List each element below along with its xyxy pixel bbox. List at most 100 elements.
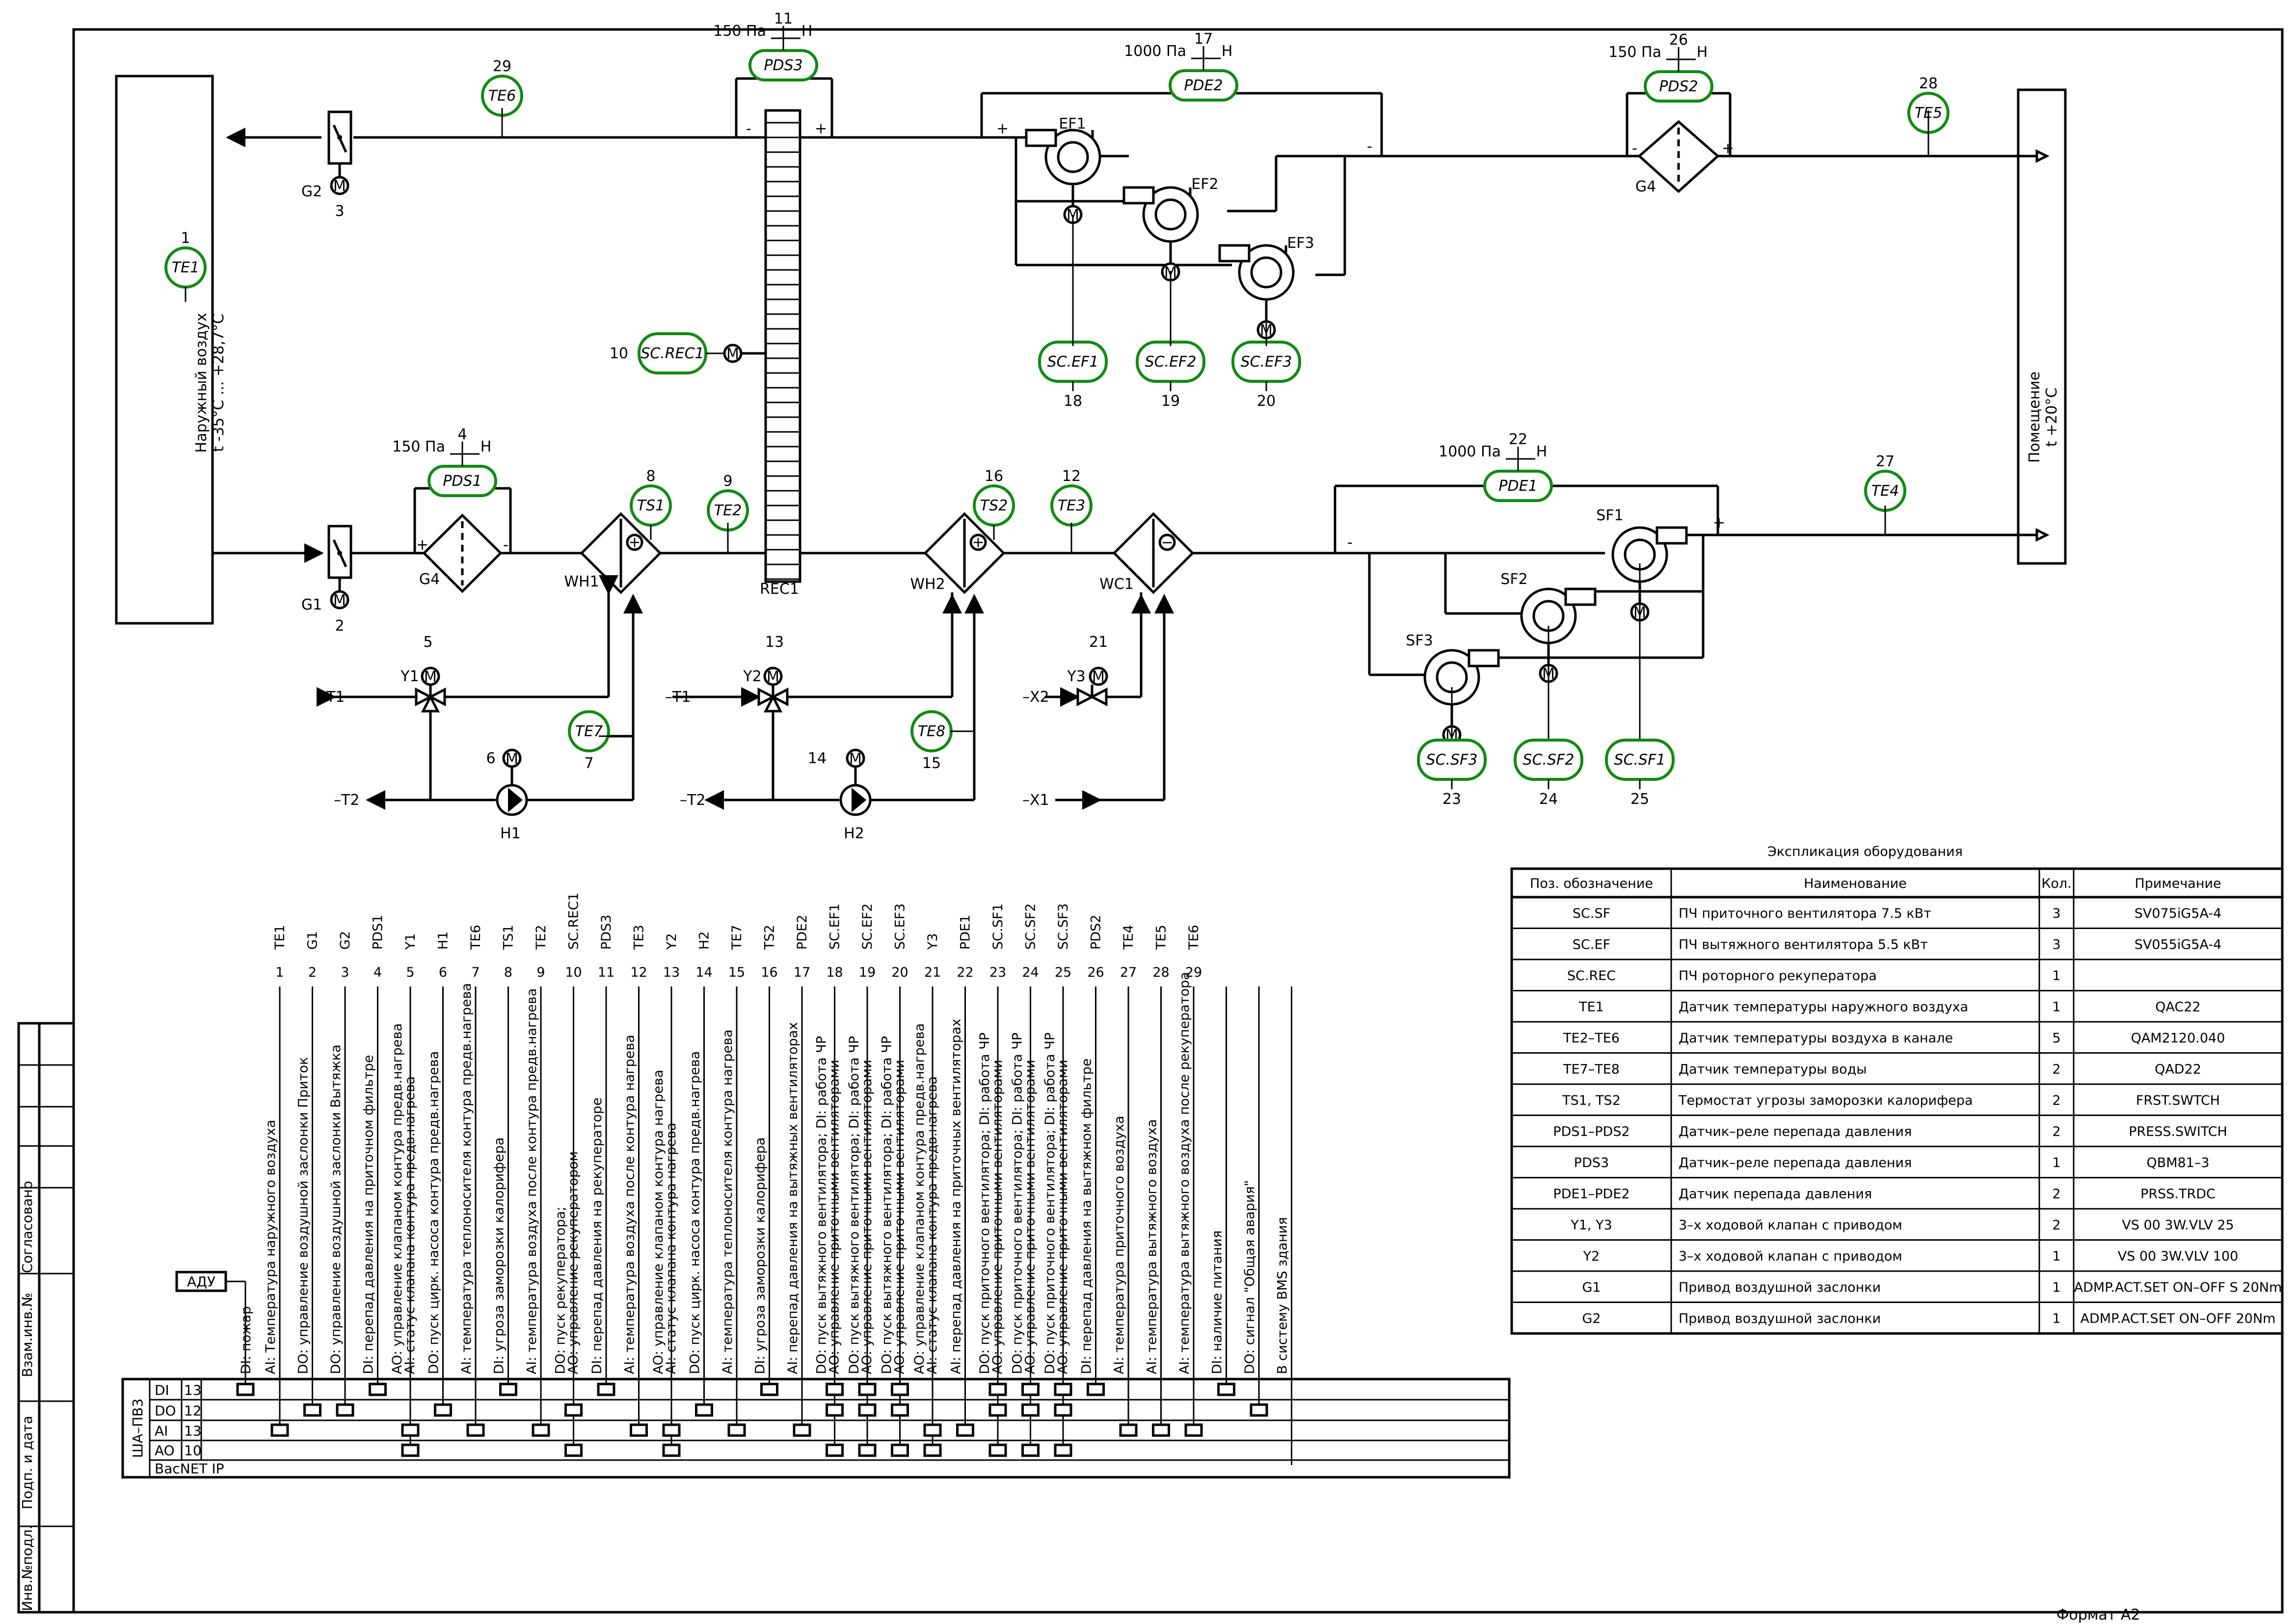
svg-text:25: 25 [1055,965,1071,980]
svg-text:PDS3: PDS3 [599,915,614,950]
table-cell: PRSS.TRDC [2140,1186,2216,1201]
svg-text:SC.SF1: SC.SF1 [1614,751,1666,769]
svg-text:AI: AI [155,1423,168,1439]
svg-text:EF2: EF2 [1191,176,1218,193]
table-cell: Датчик температуры воздуха в канале [1679,1031,1953,1046]
rec1-label: REC1 [760,581,799,598]
svg-text:PDS3: PDS3 [764,57,802,74]
svg-text:DO: управление воздушной засло: DO: управление воздушной заслонки Приток [296,1057,311,1374]
svg-text:3: 3 [335,203,344,220]
table-header: Поз. обозначение [1530,876,1653,891]
svg-text:AI: температура воздуха после: AI: температура воздуха после контура пр… [524,988,539,1374]
svg-text:DI: DI [155,1382,169,1398]
table-cell: SV075iG5A-4 [2135,906,2222,921]
svg-text:29: 29 [1185,965,1202,980]
svg-text:24: 24 [1022,965,1039,980]
hydraulic-circuit-2: M Y2 13 M 14 H2 –T1 –T2 [665,592,984,842]
svg-text:TS2: TS2 [980,497,1008,514]
svg-text:TS1: TS1 [637,497,665,514]
svg-text:22: 22 [1509,431,1527,448]
svg-text:10: 10 [565,965,582,980]
svg-text:AO: управление клапаном контур: AO: управление клапаном контура предв.на… [912,1023,927,1374]
svg-text:DO: пуск вытяжного вентилятора: DO: пуск вытяжного вентилятора; DI: рабо… [814,1036,829,1374]
table-cell: ПЧ вытяжного вентилятора 5.5 кВт [1679,937,1928,952]
svg-text:12: 12 [184,1403,202,1419]
svg-text:H2: H2 [844,825,864,842]
svg-text:10: 10 [610,345,628,362]
svg-text:3: 3 [341,965,349,980]
svg-text:12: 12 [630,965,647,980]
svg-text:BacNET IP: BacNET IP [155,1461,224,1477]
svg-text:G2: G2 [338,931,353,950]
svg-text:SC.EF2: SC.EF2 [860,904,875,950]
svg-text:Н: Н [1697,44,1708,61]
table-cell: 3–х ходовой клапан с приводом [1679,1249,1902,1264]
svg-text:Инв.№подл.: Инв.№подл. [19,1525,35,1611]
svg-text:TE8: TE8 [918,723,945,740]
svg-text:8: 8 [504,965,512,980]
svg-text:–X2: –X2 [1022,689,1049,706]
svg-text:H1: H1 [436,932,451,950]
svg-text:21: 21 [924,965,941,980]
svg-text:28: 28 [1152,965,1169,980]
heater-wh1: + WH1 [564,512,662,594]
svg-text:DI: перепад давления на рекупе: DI: перепад давления на рекуператоре [589,1097,605,1374]
table-cell: Датчик температуры наружного воздуха [1679,999,1968,1014]
table-cell: SV055iG5A-4 [2135,937,2222,952]
svg-text:AI: температура вытяжного возд: AI: температура вытяжного воздуха [1145,1119,1160,1374]
table-cell: 2 [2052,1062,2060,1077]
table-cell: 2 [2052,1093,2060,1108]
svg-text:PDS1: PDS1 [443,473,481,490]
svg-text:AI: статус клапана контура наг: AI: статус клапана контура нагрева [664,1123,679,1375]
hydraulic-circuit-1: M Y1 5 M 6 H1 –T1 –T2 [317,575,643,842]
table-cell: ПЧ роторного рекуператора [1679,968,1877,984]
table-cell: 3 [2052,937,2060,952]
svg-text:AO: управление приточными вент: AO: управление приточными вентиляторами [990,1060,1005,1374]
table-cell: FRST.SWTCH [2136,1093,2220,1108]
svg-text:SC.SF1: SC.SF1 [990,904,1006,950]
table-cell: TE7–TE8 [1563,1062,1620,1077]
svg-text:8: 8 [646,468,655,485]
table-cell: 1 [2052,968,2060,984]
svg-text:TE6: TE6 [1186,925,1201,950]
table-cell: Y1, Y3 [1570,1218,1612,1233]
table-cell: 2 [2052,1218,2060,1233]
svg-text:Y3: Y3 [1067,668,1085,685]
svg-text:H2: H2 [697,932,712,950]
svg-text:SC.EF3: SC.EF3 [1241,353,1292,371]
svg-text:2: 2 [335,617,344,635]
svg-text:18: 18 [826,965,843,980]
room-box [2017,88,2067,565]
svg-text:-: - [1367,138,1372,155]
svg-text:TE4: TE4 [1121,925,1136,950]
svg-text:AI: статус клапана контура пре: AI: статус клапана контура предв.нагрева [402,1076,418,1374]
svg-text:SC.EF3: SC.EF3 [893,904,908,950]
svg-text:PDE1: PDE1 [1498,478,1537,495]
svg-text:Y1: Y1 [400,668,419,685]
table-cell: Датчик перепада давления [1679,1186,1872,1201]
table-cell: Датчик–реле перепада давления [1679,1155,1912,1171]
svg-text:Н: Н [801,23,813,40]
svg-text:9: 9 [723,473,732,490]
svg-text:PDE2: PDE2 [795,915,810,950]
svg-text:4: 4 [374,965,382,980]
svg-text:TE4: TE4 [1871,482,1899,500]
svg-text:27: 27 [1876,453,1895,470]
